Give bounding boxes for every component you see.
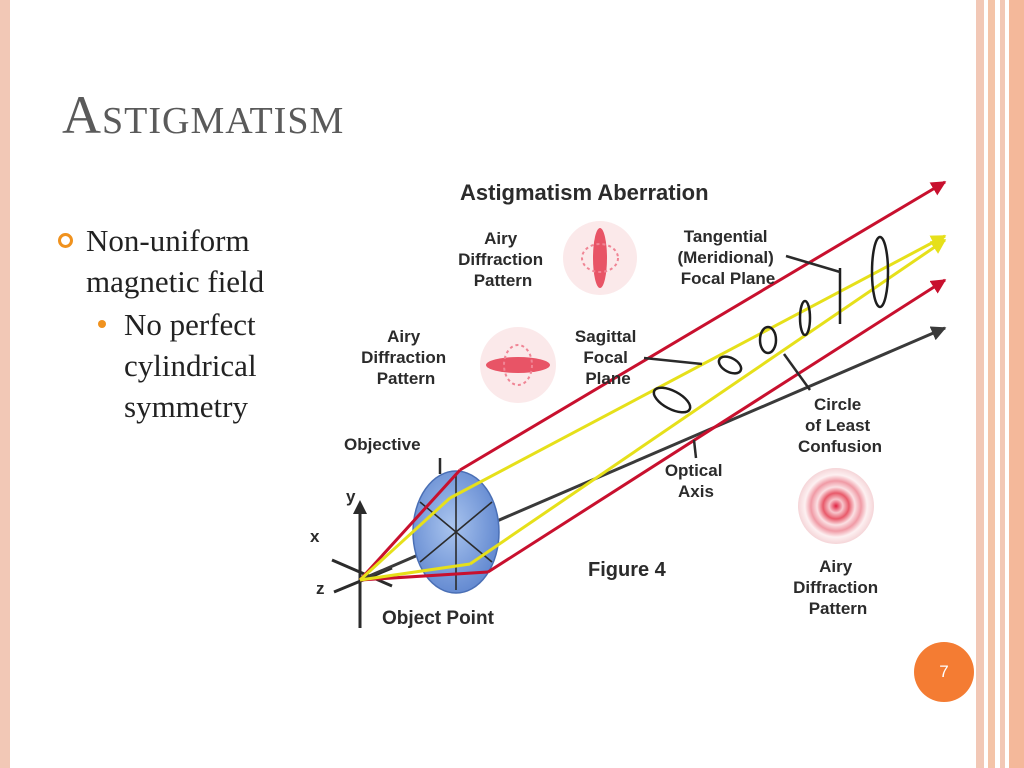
tangential-rays bbox=[358, 180, 947, 582]
figure-label: Figure 4 bbox=[588, 559, 667, 581]
frame-right-border bbox=[976, 0, 1024, 768]
axis-x-label: x bbox=[310, 527, 320, 546]
page-number-badge: 7 bbox=[914, 642, 974, 702]
bullet-list: Non-uniform magnetic field No perfect cy… bbox=[58, 220, 348, 427]
airy-pattern-top bbox=[563, 221, 637, 295]
airy-top-label: Airy Diffraction Pattern bbox=[458, 229, 548, 290]
leader-lines bbox=[438, 254, 841, 474]
astigmatism-diagram: Astigmatism Aberration y x z bbox=[310, 180, 947, 629]
bullet-ring-icon bbox=[58, 233, 73, 248]
circle-confusion-label: Circle of Least Confusion bbox=[798, 395, 882, 456]
objective-label: Objective bbox=[344, 435, 421, 454]
sub-bullet-item: No perfect cylindrical symmetry bbox=[58, 304, 348, 427]
airy-middle-label: Airy Diffraction Pattern bbox=[361, 327, 451, 388]
focal-ellipses bbox=[652, 235, 890, 414]
frame-left-border bbox=[0, 0, 10, 768]
slide-title: Astigmatism bbox=[62, 85, 345, 145]
sub-bullet-dot-icon bbox=[98, 320, 106, 328]
axis-z-label: z bbox=[316, 579, 325, 598]
axis-y-label: y bbox=[346, 487, 356, 506]
sub-bullet-text: No perfect cylindrical symmetry bbox=[124, 307, 257, 424]
airy-bottom-label: Airy Diffraction Pattern bbox=[793, 557, 883, 618]
airy-pattern-middle bbox=[480, 327, 556, 403]
object-point-label: Object Point bbox=[382, 608, 495, 629]
diagram-heading: Astigmatism Aberration bbox=[460, 180, 709, 205]
bullet-item: Non-uniform magnetic field bbox=[58, 220, 348, 302]
bullet-text: Non-uniform magnetic field bbox=[86, 223, 265, 299]
sagittal-label: Sagittal Focal Plane bbox=[575, 327, 641, 388]
airy-pattern-bottom bbox=[798, 468, 874, 544]
tangential-label: Tangential (Meridional) Focal Plane bbox=[677, 227, 778, 288]
sagittal-rays bbox=[358, 234, 947, 582]
optical-axis-label: Optical Axis bbox=[665, 461, 727, 501]
